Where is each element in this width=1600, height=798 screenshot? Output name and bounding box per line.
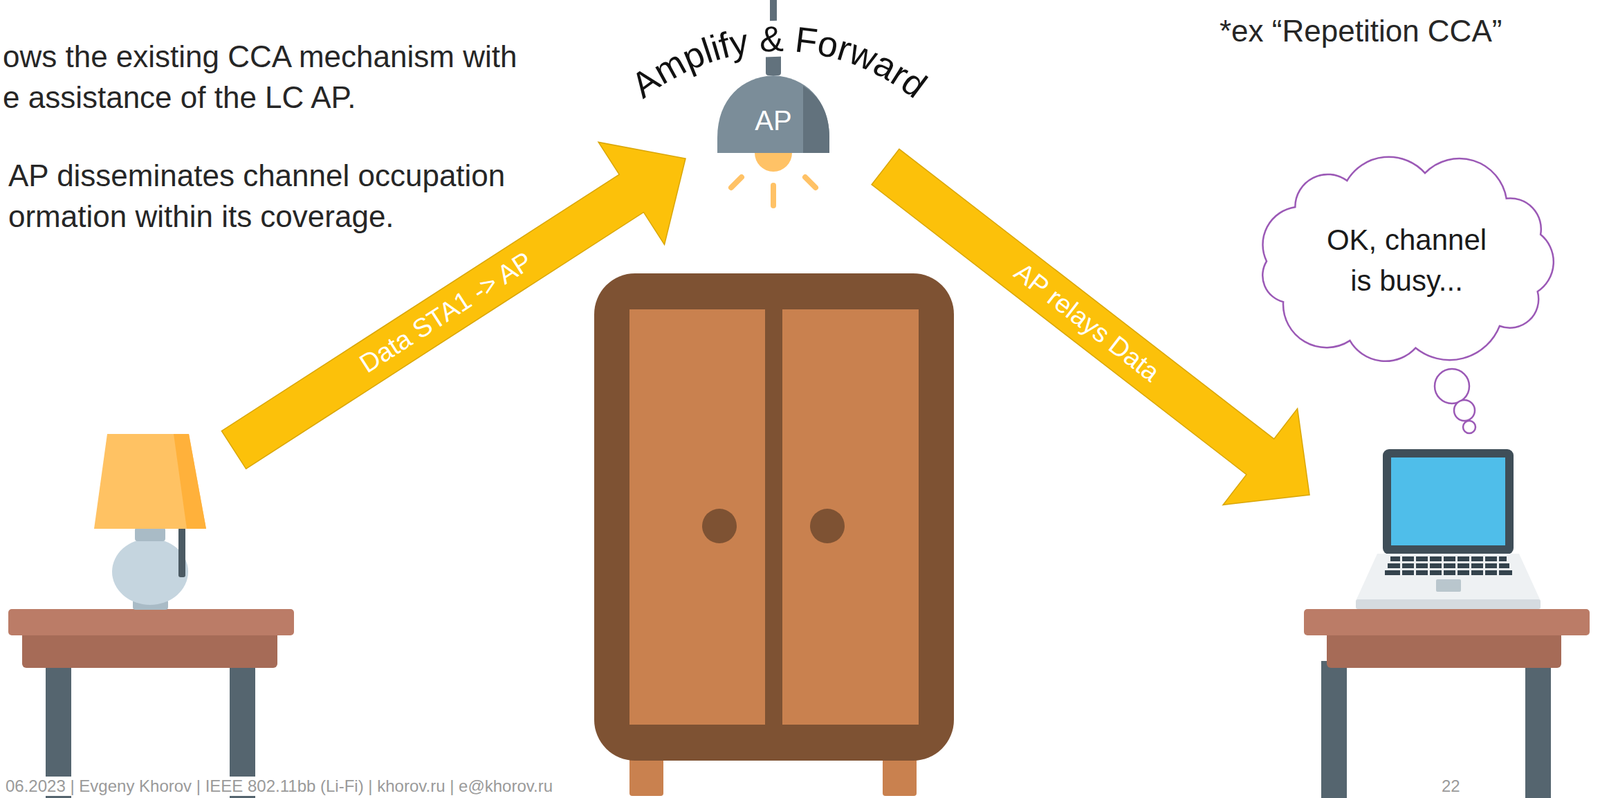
light-rays — [770, 185, 777, 206]
relay-arrow — [871, 148, 1310, 505]
laptop — [1355, 448, 1541, 609]
table-lamp — [134, 527, 166, 541]
left-table — [8, 608, 294, 636]
laptop — [1382, 448, 1514, 555]
light-rays — [731, 177, 742, 188]
arc-letter: & — [758, 20, 784, 58]
page-number: 22 — [1438, 776, 1464, 796]
table-lamp — [94, 433, 207, 610]
right-table — [1303, 608, 1590, 798]
lamp-shade — [717, 50, 830, 153]
laptop — [1355, 553, 1541, 601]
wardrobe — [594, 273, 954, 761]
access-point-lamp: AP — [714, 62, 833, 153]
wardrobe — [702, 508, 737, 544]
keyboard-keys — [1390, 556, 1507, 562]
arrow-label: AP relays Data — [1008, 257, 1165, 388]
node-label: AP — [754, 103, 792, 137]
table-lamp — [178, 527, 186, 577]
right-table — [1525, 660, 1551, 798]
key-gaps — [1496, 554, 1500, 577]
keyboard-keys — [1384, 556, 1513, 575]
thought-bubbles — [1463, 420, 1476, 434]
key-gaps — [1455, 554, 1458, 577]
key-gaps — [1400, 554, 1403, 577]
wardrobe — [782, 309, 919, 725]
right-table — [1321, 660, 1347, 798]
thought-bubbles — [1434, 368, 1476, 434]
right-table — [1303, 608, 1590, 636]
thought-cloud: OK, channel is busy... — [1247, 152, 1567, 368]
wardrobe — [629, 309, 766, 725]
lamp-bulb — [754, 152, 793, 172]
thought-bubbles — [1454, 399, 1475, 421]
laptop — [1355, 599, 1541, 609]
light-rays — [805, 177, 816, 188]
thought-bubbles — [1434, 368, 1470, 404]
lamp-shade-shadow — [803, 85, 830, 153]
table-lamp — [112, 538, 189, 605]
laptop — [1391, 457, 1506, 546]
thought-text: OK, channel is busy... — [1320, 219, 1494, 301]
touchpad — [1436, 578, 1461, 592]
light-rays — [731, 177, 816, 206]
key-gaps — [1441, 554, 1444, 577]
key-gaps — [1469, 554, 1472, 577]
keyboard-keys — [1384, 569, 1513, 575]
footer-text: 06.2023 | Evgeny Khorov | IEEE 802.11bb … — [2, 776, 556, 796]
left-table — [8, 608, 294, 798]
table-lamp — [94, 433, 207, 529]
relay-arrow — [221, 141, 1310, 505]
footnote: *ex “Repetition CCA” — [1219, 12, 1502, 50]
keyboard-keys — [1387, 563, 1510, 568]
arrow-label: Data STA1 -> AP — [354, 246, 538, 380]
cloud-outline — [1262, 157, 1554, 362]
curved-heading: Amplify & Forward — [601, 6, 956, 128]
key-gaps — [1427, 554, 1430, 577]
thought-cloud-outline — [1247, 152, 1567, 368]
slide-text: ows the existing CCA mechanism with e as… — [2, 35, 532, 118]
wardrobe — [594, 273, 954, 796]
table-lamp — [173, 433, 207, 529]
key-gaps — [1413, 554, 1416, 577]
wardrobe — [810, 508, 845, 544]
key-gaps — [1483, 554, 1486, 577]
lamp-shade — [717, 75, 830, 153]
slide-text: AP disseminates channel occupation ormat… — [8, 154, 537, 237]
key-gaps — [1400, 554, 1500, 577]
